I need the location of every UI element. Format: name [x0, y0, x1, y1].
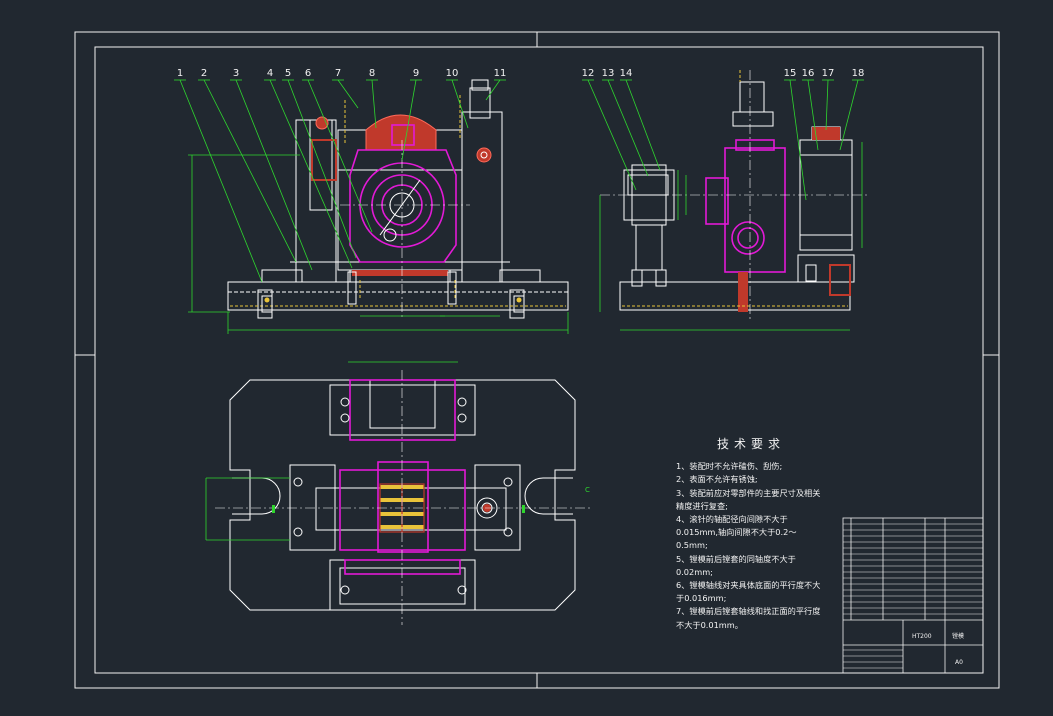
part-balloon-14: 14 [620, 68, 633, 79]
side-view [599, 70, 870, 331]
right-support [461, 111, 503, 283]
tech-requirement-item: 7、镗模前后镗套轴线和找正面的平行度不大于0.01mm。 [676, 606, 821, 630]
leader-line [807, 79, 819, 151]
leader-line [607, 79, 649, 177]
leader-line [307, 79, 373, 233]
tech-requirements-title: 技术要求 [716, 437, 785, 451]
leader-line [587, 79, 637, 191]
leader-line [625, 79, 661, 171]
part-balloon-4: 4 [267, 68, 273, 79]
part-balloon-1: 1 [177, 68, 183, 79]
leader-line [839, 79, 859, 151]
technical-requirements: 技术要求 1、装配时不允许磕伤、刮伤; 2、表面不允许有锈蚀; 3、装配前应对零… [676, 437, 826, 632]
part-balloon-5: 5 [285, 68, 291, 79]
front-view [188, 79, 569, 334]
part-balloon-15: 15 [784, 68, 797, 79]
leader-line [269, 79, 353, 269]
plan-body-outline [229, 379, 576, 611]
leader-line [485, 79, 501, 101]
leader-line [825, 79, 829, 131]
title-block [842, 517, 984, 674]
plan-view [205, 361, 590, 625]
part-balloon-8: 8 [369, 68, 375, 79]
part-balloon-12: 12 [582, 68, 595, 79]
part-balloon-10: 10 [446, 68, 459, 79]
tech-requirement-item: 2、表面不允许有锈蚀; [676, 474, 758, 485]
bearing-seat-hatch [365, 114, 437, 151]
part-balloon-3: 3 [233, 68, 239, 79]
left-support [295, 119, 337, 283]
part-balloon-2: 2 [201, 68, 207, 79]
leader-line [235, 79, 313, 271]
tech-requirement-item: 1、装配时不允许磕伤、刮伤; [676, 461, 783, 472]
part-balloon-18: 18 [852, 68, 865, 79]
leader-line [179, 79, 263, 283]
tech-requirement-item: 6、镗模轴线对夹具体底面的平行度不大于0.016mm; [676, 580, 821, 604]
part-balloon-17: 17 [822, 68, 835, 79]
part-balloon-9: 9 [413, 68, 419, 79]
leader-line [401, 79, 417, 161]
side-section [705, 139, 786, 273]
part-balloon-16: 16 [802, 68, 815, 79]
leader-line [451, 79, 469, 129]
tech-requirement-item: 4、滚针的轴配径向间隙不大于0.015mm,轴向间隙不大于0.2～0.5mm; [676, 514, 797, 551]
title-drawing-name: 镗模 [952, 632, 964, 640]
leader-line [203, 79, 297, 263]
sheet-frame [74, 31, 1000, 689]
leader-line [371, 79, 377, 129]
leader-line [287, 79, 357, 259]
part-balloon-13: 13 [602, 68, 615, 79]
title-material: HT200 [912, 633, 932, 640]
title-sheet-size: A0 [955, 659, 963, 666]
leader-line [789, 79, 807, 201]
tech-requirement-item: 5、镗模前后镗套的同轴度不大于0.02mm; [676, 553, 796, 577]
part-balloon-11: 11 [494, 68, 507, 79]
part-balloon-7: 7 [335, 68, 341, 79]
leader-line [337, 79, 359, 109]
tech-requirement-item: 3、装配前应对零部件的主要尺寸及相关精度进行复查; [676, 487, 821, 511]
part-balloon-6: 6 [305, 68, 311, 79]
section-mark-c: C [585, 486, 590, 494]
